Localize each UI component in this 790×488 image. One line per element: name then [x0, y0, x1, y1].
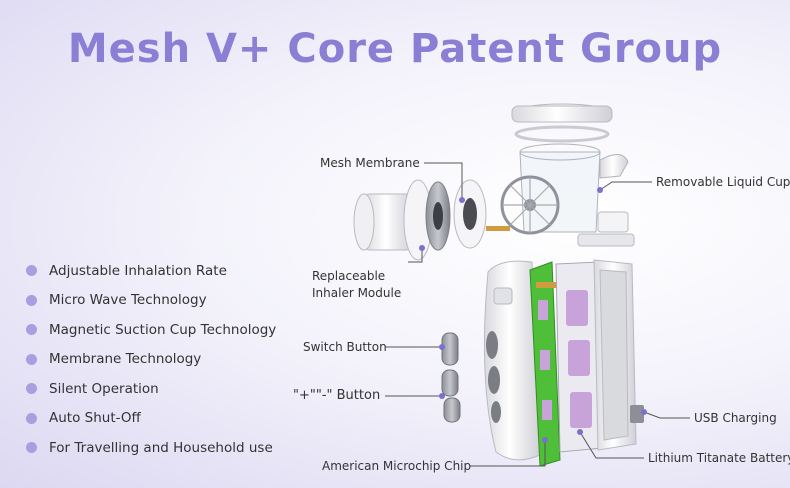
callout-microchip: American Microchip Chip: [322, 459, 472, 473]
feature-item: Magnetic Suction Cup Technology: [26, 315, 276, 345]
rear-shell: [593, 259, 644, 451]
liquid-cup: [500, 143, 635, 247]
bullet-dot: [26, 383, 37, 395]
feature-item: For Travelling and Household use: [26, 433, 276, 463]
feature-label: Silent Operation: [49, 380, 159, 397]
feature-label: Adjustable Inhalation Rate: [49, 262, 227, 279]
inhaler-module: [353, 179, 510, 261]
feature-item: Auto Shut-Off: [26, 404, 276, 434]
main-body: [483, 260, 541, 461]
bullet-dot: [26, 324, 37, 336]
callout-replaceable-line2: Inhaler Module: [312, 286, 402, 300]
callout-lithium-battery: Lithium Titanate Battery: [648, 451, 790, 465]
bullet-dot: [26, 442, 37, 454]
feature-item: Micro Wave Technology: [26, 286, 276, 316]
callout-replaceable-line1: Replaceable: [312, 269, 386, 283]
bullet-dot: [26, 412, 37, 424]
side-buttons: [441, 332, 461, 423]
callout-removable-liquid-cup: Removable Liquid Cup: [656, 175, 790, 189]
callout-switch-button: Switch Button: [303, 340, 387, 354]
feature-label: For Travelling and Household use: [49, 439, 273, 456]
callout-lines: [385, 162, 690, 467]
callout-dots: [419, 187, 647, 443]
bullet-dot: [26, 265, 37, 277]
battery-pack: [555, 261, 603, 453]
feature-label: Micro Wave Technology: [49, 292, 207, 309]
feature-item: Silent Operation: [26, 374, 276, 404]
feature-list: Adjustable Inhalation Rate Micro Wave Te…: [26, 256, 276, 463]
callout-plus-minus-button: "+""-" Button: [293, 388, 381, 403]
feature-label: Magnetic Suction Cup Technology: [49, 321, 277, 338]
circuit-board: [529, 261, 566, 467]
feature-label: Membrane Technology: [49, 351, 202, 368]
feature-item: Membrane Technology: [26, 345, 276, 375]
top-cap: [511, 103, 613, 143]
callout-usb-charging: USB Charging: [694, 411, 777, 425]
page-title: Mesh V+ Core Patent Group: [67, 26, 723, 72]
bullet-dot: [26, 294, 37, 306]
bullet-dot: [26, 353, 37, 365]
callout-mesh-membrane: Mesh Membrane: [320, 156, 420, 170]
feature-label: Auto Shut-Off: [49, 410, 141, 427]
feature-item: Adjustable Inhalation Rate: [26, 256, 276, 286]
